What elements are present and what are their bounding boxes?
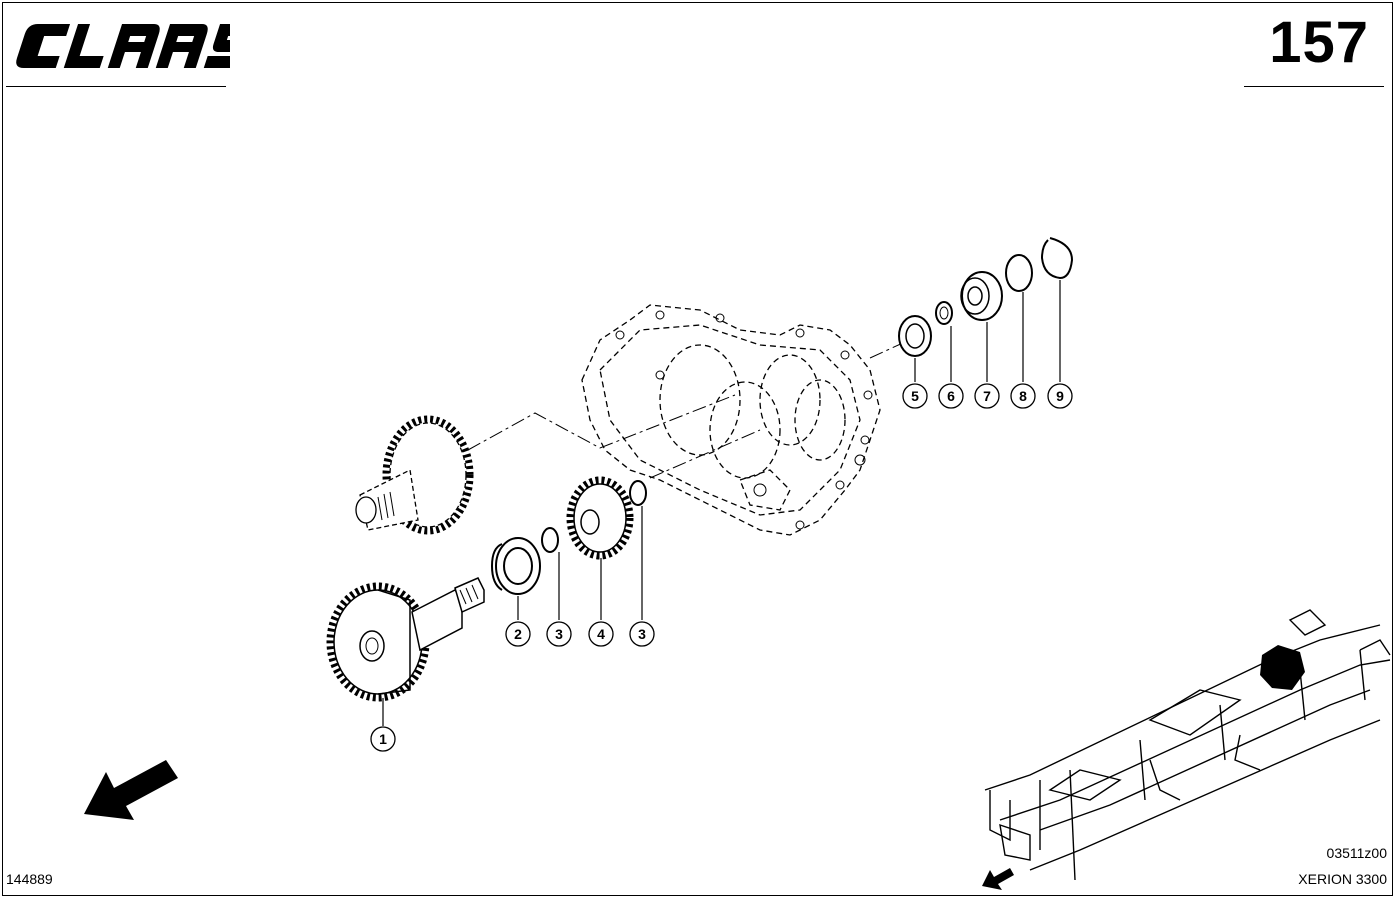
- part-3-circlip-upper: [629, 480, 647, 506]
- part-9-snap-ring: [1040, 237, 1074, 280]
- callout-label: 6: [947, 388, 955, 404]
- callout-9: 9: [1047, 383, 1073, 409]
- part-8-o-ring: [1005, 254, 1033, 292]
- logo-underline: [6, 86, 226, 87]
- part-5-bearing: [898, 315, 932, 357]
- part-2-bearing: [490, 537, 541, 595]
- document-number: 144889: [6, 871, 53, 887]
- page-number: 157: [1269, 10, 1369, 75]
- page-number-underline: [1244, 86, 1384, 87]
- direction-arrow-icon: [84, 760, 178, 820]
- callout-4: 4: [588, 621, 614, 647]
- callout-label: 3: [638, 626, 646, 642]
- part-3-circlip-lower: [541, 527, 559, 553]
- small-direction-arrow-icon: [982, 868, 1014, 890]
- callout-label: 4: [597, 626, 605, 642]
- assembly-axis-lines: [467, 341, 906, 479]
- callout-2: 2: [505, 621, 531, 647]
- upper-gear-assembly: [355, 415, 474, 535]
- part-1-gear-shaft: [326, 577, 485, 702]
- model-name: XERION 3300: [1298, 871, 1387, 887]
- housing-bolt-holes: [615, 310, 873, 530]
- part-4-gear: [566, 476, 634, 560]
- callout-group: 1 2 3 4 3 5 6 7 8 9: [370, 383, 1073, 752]
- callout-label: 3: [555, 626, 563, 642]
- callout-6: 6: [938, 383, 964, 409]
- callout-label: 5: [911, 388, 919, 404]
- callout-label: 8: [1019, 388, 1027, 404]
- callout-3: 3: [629, 621, 655, 647]
- callout-label: 1: [379, 731, 387, 747]
- drawing-code: 03511z00: [1326, 845, 1387, 861]
- chassis-highlighted-gearbox: [1260, 645, 1305, 690]
- callout-7: 7: [974, 383, 1000, 409]
- chassis-thumbnail: [984, 609, 1391, 881]
- claas-logo: [16, 24, 230, 68]
- callout-1: 1: [370, 726, 396, 752]
- gearbox-housing: [581, 304, 881, 536]
- callout-label: 9: [1056, 388, 1064, 404]
- callout-label: 2: [514, 626, 522, 642]
- callout-5: 5: [902, 383, 928, 409]
- callout-leaders: [382, 280, 1061, 726]
- callout-8: 8: [1010, 383, 1036, 409]
- callout-3: 3: [546, 621, 572, 647]
- callout-label: 7: [983, 388, 991, 404]
- part-6-nut: [935, 301, 953, 325]
- part-7-flange: [960, 271, 1003, 321]
